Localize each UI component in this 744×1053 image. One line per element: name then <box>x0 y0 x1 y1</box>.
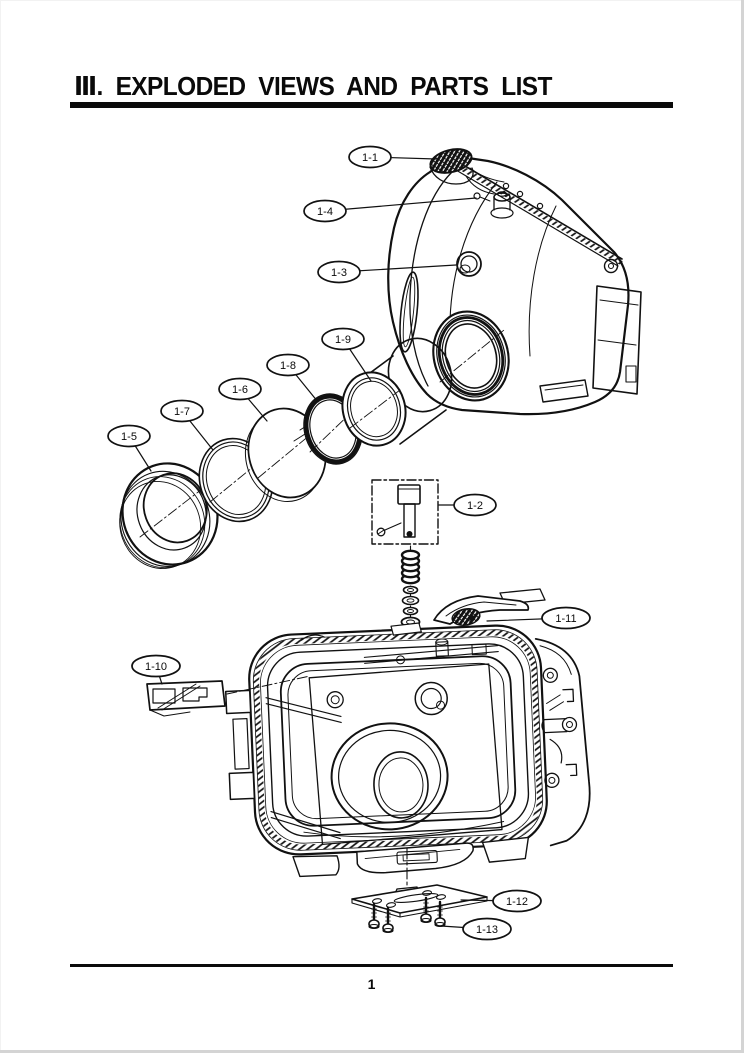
callout-1-4: 1-4 <box>303 197 477 223</box>
callout-label: 1-2 <box>467 500 483 512</box>
callout-1-10: 1-10 <box>131 654 181 685</box>
callout-label: 1-10 <box>145 661 167 673</box>
callout-1-1: 1-1 <box>348 145 437 169</box>
callout-label: 1-4 <box>317 206 333 218</box>
plunger-assembly-drawing <box>371 479 439 649</box>
callout-1-12: 1-12 <box>460 889 542 913</box>
callout-label: 1-7 <box>174 406 190 418</box>
section-title: Ⅲ. EXPLODED VIEWS AND PARTS LIST <box>74 71 552 101</box>
callout-label: 1-8 <box>280 360 296 372</box>
camera-inside-drawing <box>265 638 505 846</box>
callout-label: 1-12 <box>506 896 528 908</box>
callout-1-7: 1-7 <box>160 399 214 451</box>
title-underline <box>70 102 673 108</box>
callout-layer: 1-1 1-4 1-3 1-9 1-8 1-6 1-7 1-5 1-2 1-11 1-10 1-12 1… <box>107 145 591 941</box>
callout-label: 1-9 <box>335 334 351 346</box>
callout-label: 1-5 <box>121 431 137 443</box>
callout-label: 1-1 <box>362 152 378 164</box>
callout-1-6: 1-6 <box>218 377 268 422</box>
callout-1-2: 1-2 <box>438 493 497 517</box>
front-housing-drawing <box>387 148 642 416</box>
lens-barrel-drawing <box>341 337 453 447</box>
lens-ring-stack-drawing <box>119 337 453 570</box>
page-number: 1 <box>367 976 376 992</box>
callout-label: 1-11 <box>555 613 576 625</box>
rear-housing-drawing <box>224 622 591 878</box>
callout-label: 1-13 <box>476 924 498 936</box>
callout-1-9: 1-9 <box>321 327 372 382</box>
base-plate-drawing <box>351 847 488 918</box>
callout-1-13: 1-13 <box>440 917 512 941</box>
callout-1-5: 1-5 <box>107 424 152 472</box>
callout-1-8: 1-8 <box>266 353 319 403</box>
top-latch-drawing <box>433 588 546 626</box>
callout-1-11: 1-11 <box>486 606 591 630</box>
callout-label: 1-3 <box>331 267 347 279</box>
screws-drawing <box>368 896 446 934</box>
footer-rule <box>70 964 673 967</box>
callout-1-3: 1-3 <box>317 260 457 284</box>
callout-label: 1-6 <box>232 384 248 396</box>
hinge-panel-drawing <box>534 637 591 847</box>
spring-drawing <box>400 549 421 585</box>
side-latch-drawing <box>146 675 311 717</box>
